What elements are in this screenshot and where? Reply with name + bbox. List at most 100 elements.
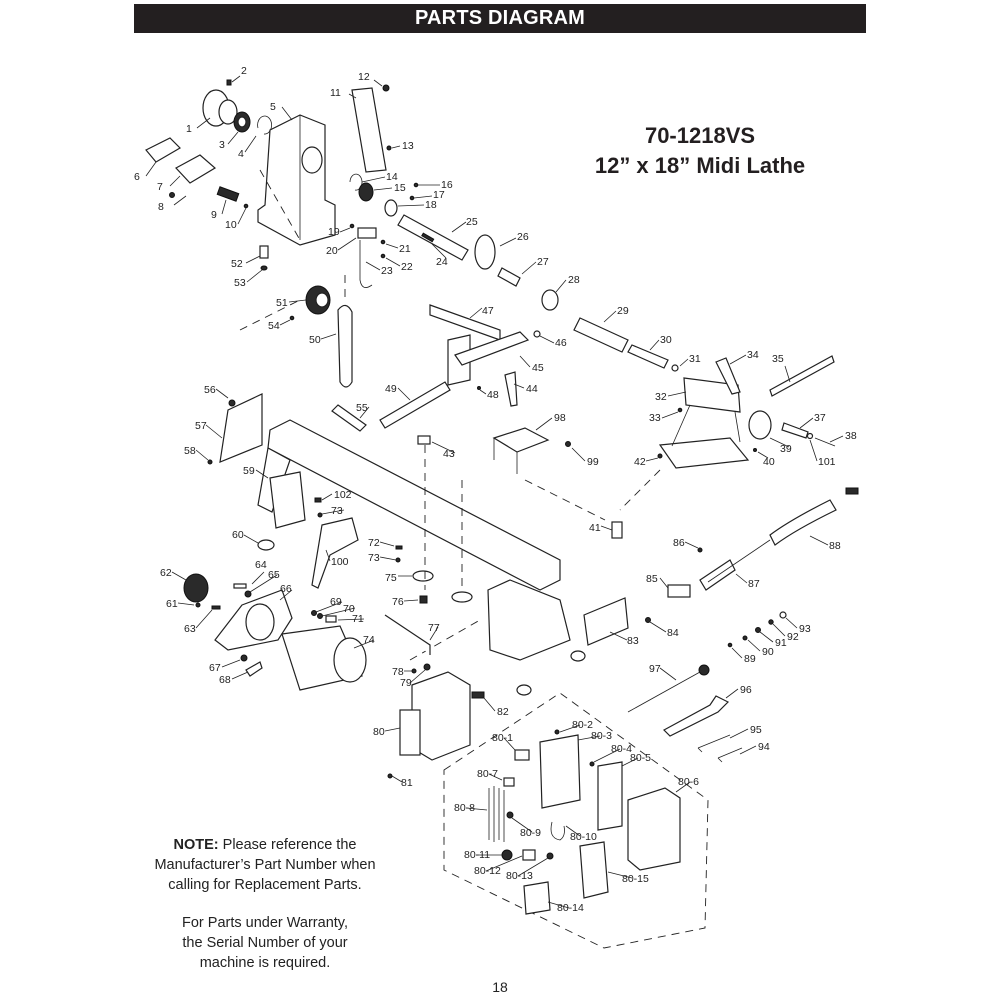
callout-24: 24 bbox=[436, 256, 448, 268]
exploded-view-boundary bbox=[443, 692, 709, 949]
callout-68: 68 bbox=[219, 674, 231, 686]
callout-13: 13 bbox=[402, 140, 414, 152]
part-98-legs bbox=[493, 438, 518, 474]
callout-12: 12 bbox=[358, 71, 370, 83]
callout-20: 20 bbox=[326, 245, 338, 257]
callout-102: 102 bbox=[334, 489, 352, 501]
part-95-hex-key bbox=[697, 734, 731, 753]
part-37-sleeve bbox=[781, 422, 809, 439]
callout-29: 29 bbox=[617, 305, 629, 317]
callout-51: 51 bbox=[276, 297, 288, 309]
part-5-spindle-bore bbox=[301, 146, 323, 174]
part-80-15-faceplate bbox=[579, 841, 609, 899]
callout-43: 43 bbox=[443, 448, 455, 460]
part-60-foot-2 bbox=[516, 684, 532, 696]
part-21-nut bbox=[380, 239, 386, 245]
part-80-switch bbox=[399, 709, 421, 756]
part-60-foot bbox=[257, 539, 275, 551]
part-19-screw bbox=[349, 223, 355, 229]
note-lead: NOTE: bbox=[173, 837, 219, 853]
part-30-lead-screw bbox=[627, 344, 669, 369]
callout-77: 77 bbox=[428, 622, 440, 634]
part-16-screw bbox=[413, 182, 419, 188]
part-34-lock-lever bbox=[715, 357, 741, 395]
note-line-2: Manufacturer’s Part Number when bbox=[154, 857, 376, 873]
part-32-web bbox=[671, 404, 741, 447]
callout-47: 47 bbox=[482, 305, 494, 317]
part-5-headstock bbox=[257, 114, 336, 246]
part-31-ring bbox=[671, 364, 679, 372]
part-94-hex-key bbox=[717, 747, 743, 763]
replacement-note: NOTE: Please reference the Manufacturer’… bbox=[140, 835, 390, 973]
callout-55: 55 bbox=[356, 402, 368, 414]
part-60-foot-3 bbox=[570, 650, 586, 662]
part-80-13-pot bbox=[546, 852, 554, 860]
note-line-1: Please reference the bbox=[218, 837, 357, 853]
part-10-screw bbox=[243, 203, 249, 209]
callout-10: 10 bbox=[225, 219, 237, 231]
callout-44: 44 bbox=[526, 383, 538, 395]
part-49-shaft bbox=[379, 381, 451, 429]
callout-9: 9 bbox=[211, 209, 217, 221]
part-59-bracket bbox=[269, 471, 306, 529]
part-41-pin bbox=[611, 521, 623, 539]
callout-30: 30 bbox=[660, 334, 672, 346]
part-102-clip bbox=[314, 497, 322, 503]
part-72-clip bbox=[395, 545, 403, 550]
callout-22: 22 bbox=[401, 261, 413, 273]
callout-80-7: 80-7 bbox=[477, 768, 498, 780]
part-73a-screw bbox=[317, 512, 323, 518]
callout-15: 15 bbox=[394, 182, 406, 194]
callout-81: 81 bbox=[401, 777, 413, 789]
part-80-12-plate bbox=[522, 849, 536, 861]
part-89-screw bbox=[727, 642, 733, 648]
callout-62: 62 bbox=[160, 567, 172, 579]
part-45-banjo bbox=[454, 331, 530, 366]
callout-80-5: 80-5 bbox=[630, 752, 651, 764]
accessories-group bbox=[627, 487, 859, 763]
callout-80-1: 80-1 bbox=[492, 732, 513, 744]
header-banner: PARTS DIAGRAM bbox=[134, 4, 866, 33]
callout-34: 34 bbox=[747, 349, 759, 361]
part-83-door bbox=[583, 597, 629, 646]
callout-60: 60 bbox=[232, 529, 244, 541]
part-35-handwheel-shaft bbox=[769, 355, 835, 397]
part-32-tailstock-body bbox=[683, 377, 741, 413]
part-80-3-cover bbox=[539, 734, 581, 809]
part-51-pulley-hub bbox=[315, 292, 329, 308]
callout-92: 92 bbox=[787, 631, 799, 643]
part-80-10-cable bbox=[550, 821, 565, 841]
part-53-washer bbox=[260, 265, 268, 271]
part-76-nut bbox=[419, 595, 428, 604]
part-15-bearing bbox=[358, 182, 374, 202]
callout-83: 83 bbox=[627, 635, 639, 647]
callout-7: 7 bbox=[157, 181, 163, 193]
part-80-5-board bbox=[597, 761, 623, 831]
callout-74: 74 bbox=[363, 634, 375, 646]
callout-61: 61 bbox=[166, 598, 178, 610]
lathe-bed-group bbox=[207, 169, 661, 696]
model-name: 12” x 18” Midi Lathe bbox=[594, 153, 806, 178]
part-55-handle bbox=[331, 404, 367, 432]
callout-93: 93 bbox=[799, 623, 811, 635]
callout-64: 64 bbox=[255, 559, 267, 571]
callout-39: 39 bbox=[780, 443, 792, 455]
callout-96: 96 bbox=[740, 684, 752, 696]
callout-8: 8 bbox=[158, 201, 164, 213]
callout-23: 23 bbox=[381, 265, 393, 277]
part-96-wrench bbox=[663, 695, 730, 737]
callout-14: 14 bbox=[386, 171, 398, 183]
callout-18: 18 bbox=[425, 199, 437, 211]
part-23-sensor-cable bbox=[359, 240, 373, 288]
part-80-14-switch bbox=[523, 881, 551, 915]
part-61-screw bbox=[195, 602, 201, 608]
page-title: PARTS DIAGRAM bbox=[414, 7, 585, 29]
part-24-key bbox=[421, 232, 435, 243]
part-80-4-screw bbox=[589, 761, 595, 767]
part-28-live-center bbox=[541, 289, 559, 311]
part-66-plate-hole bbox=[245, 603, 275, 641]
callout-28: 28 bbox=[568, 274, 580, 286]
part-56-knob bbox=[228, 399, 236, 407]
part-39-handwheel bbox=[748, 410, 772, 440]
callout-78: 78 bbox=[392, 666, 404, 678]
